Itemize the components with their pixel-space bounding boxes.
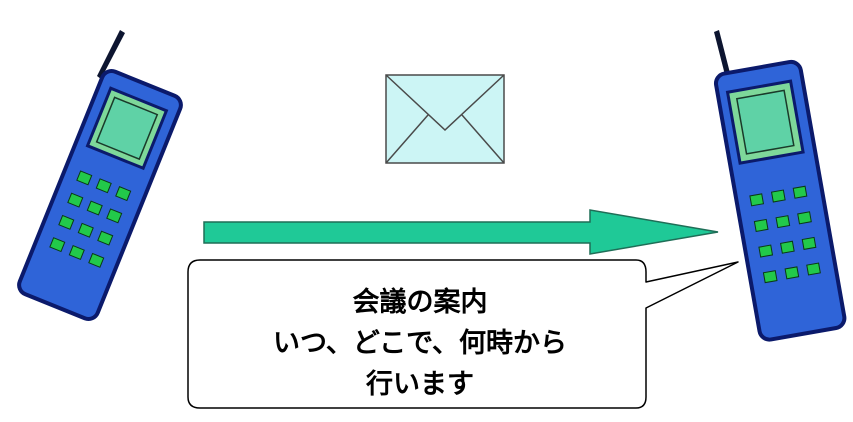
sender-phone-icon xyxy=(17,30,183,321)
message-line-2: いつ、どこで、何時から xyxy=(272,328,568,359)
receiver-phone-icon xyxy=(713,30,847,342)
meeting-notice-text: 会議の案内 いつ、どこで、何時から 行います xyxy=(195,282,645,405)
right-arrow xyxy=(203,209,719,255)
message-line-3: 行います xyxy=(366,369,474,400)
envelope-icon xyxy=(385,74,505,164)
message-line-1: 会議の案内 xyxy=(352,287,488,318)
speech-bubble xyxy=(187,259,739,409)
